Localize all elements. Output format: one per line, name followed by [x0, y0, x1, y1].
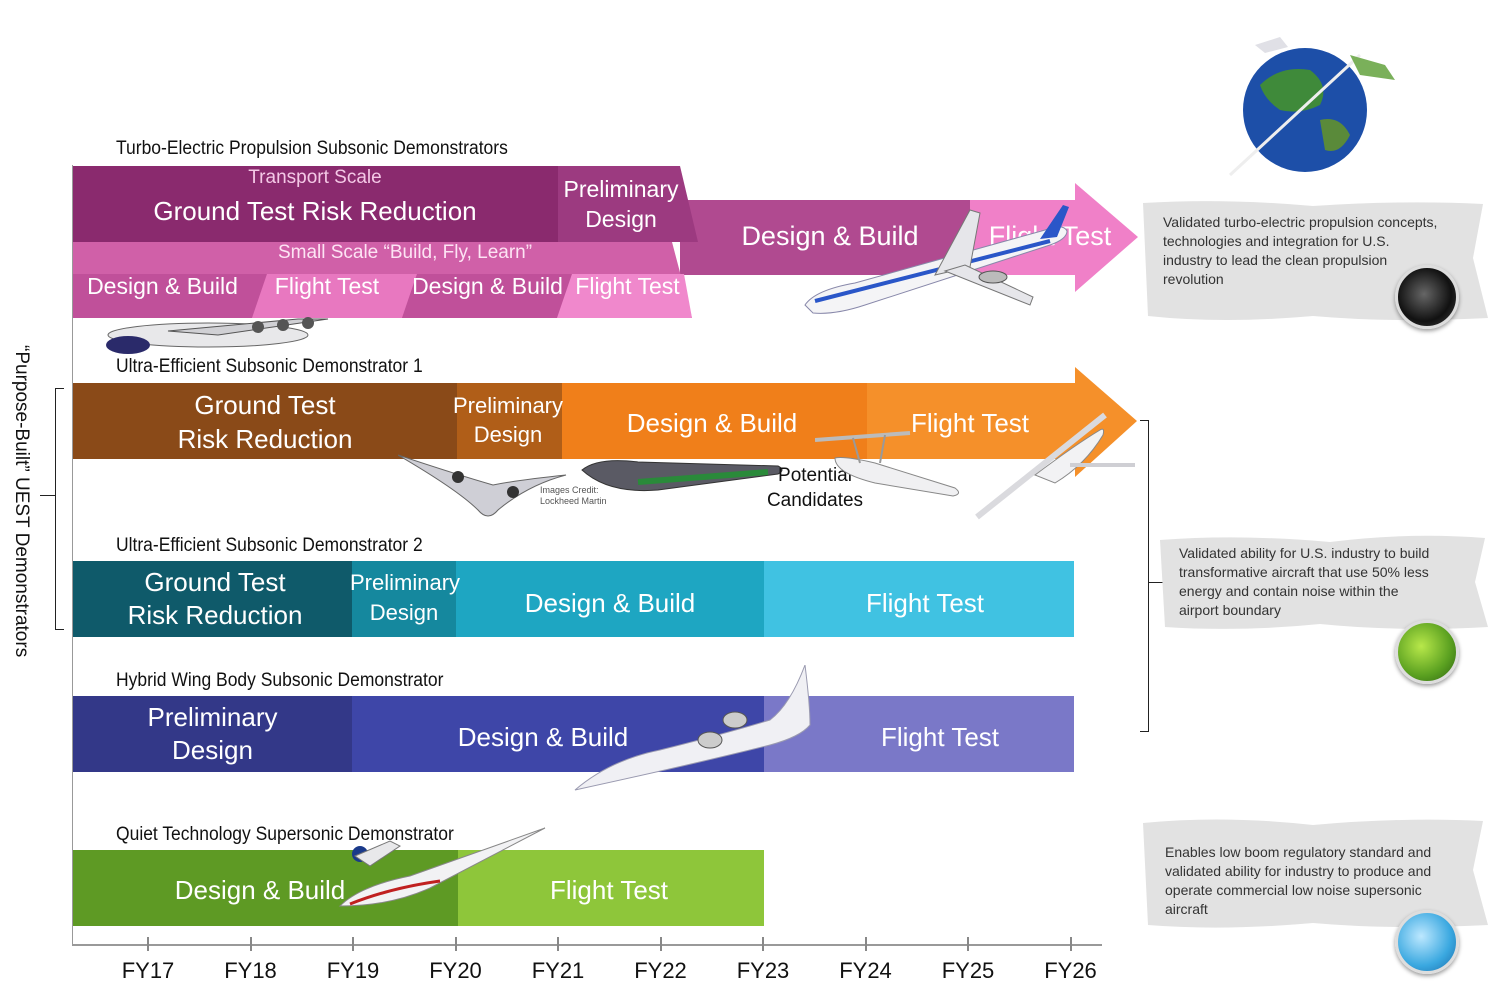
turbo-prelim-1: Preliminary: [563, 176, 679, 202]
axis-tick: [147, 937, 149, 951]
qtsd-title: Quiet Technology Supersonic Demonstrator: [116, 824, 454, 845]
hwb-aircraft-icon: [574, 665, 811, 791]
axis-label-fy24: FY24: [839, 958, 892, 983]
axis-label-fy23: FY23: [736, 958, 790, 983]
image-credit-2: Lockheed Martin: [540, 496, 607, 506]
globe-icon: [1228, 37, 1395, 177]
timeline-axis: [72, 944, 1102, 946]
uest2-title: Ultra-Efficient Subsonic Demonstrator 2: [116, 535, 423, 556]
turbo-prelim-2: Design: [585, 206, 657, 232]
turbo-airliner-icon: [804, 205, 1069, 314]
candidates-1: Potential: [778, 465, 852, 486]
turbo-design-build-b: Design & Build: [412, 273, 563, 299]
hwb-flight-test: Flight Test: [880, 722, 999, 752]
hwb-candidate-icon: [398, 454, 567, 517]
uest1-flight-test: Flight Test: [910, 408, 1029, 438]
uest1-design-build: Design & Build: [626, 408, 798, 438]
turbo-ground-test: Ground Test Risk Reduction: [153, 196, 477, 226]
strut-wing-candidate-icon: [815, 431, 959, 497]
axis-tick: [249, 937, 252, 951]
outcome-qtsd-text: Enables low boom regulatory standard and…: [1165, 844, 1432, 917]
axis-tick: [864, 937, 867, 951]
turbo-design-build-main: Design & Build: [741, 221, 919, 251]
right-bracket: [1140, 420, 1149, 732]
axis-tick: [967, 937, 969, 951]
right-bracket-tick: [1148, 582, 1163, 583]
hwb-title: Hybrid Wing Body Subsonic Demonstrator: [116, 670, 444, 691]
turbo-small-scale: Small Scale “Build, Fly, Learn”: [277, 242, 533, 263]
uest2-ground-1: Ground Test: [144, 567, 286, 597]
axis-tick: [557, 937, 559, 951]
uest2-ground-seg: [72, 561, 352, 637]
outcome-turbo-text: Validated turbo-electric propulsion conc…: [1163, 214, 1438, 287]
hwb-prelim-2: Design: [172, 735, 253, 765]
outcome-uest-text: Validated ability for U.S. industry to b…: [1179, 545, 1430, 618]
turbine-badge-icon: [1395, 265, 1459, 329]
axis-label-fy20: FY20: [429, 958, 482, 983]
uest1-ground-2: Risk Reduction: [177, 424, 353, 454]
left-bracket-tick: [40, 495, 55, 496]
outcome-box-uest: [1160, 535, 1488, 629]
purpose-built-label: “Purpose-Built” UEST Demonstrators: [11, 345, 32, 658]
turbo-design-build-a: Design & Build: [87, 273, 238, 299]
uest1-prelim-1: Preliminary: [452, 393, 564, 418]
axis-label-fy22: FY22: [634, 958, 687, 983]
turbo-transport-scale: Transport Scale: [248, 167, 382, 188]
uest2-prelim-seg: [352, 561, 456, 637]
axis-tick: [659, 937, 662, 951]
turbo-ground-test-seg: [72, 166, 558, 242]
uest2-design-build: Design & Build: [524, 588, 696, 618]
supersonic-aircraft-icon: [338, 827, 546, 907]
uest2-flight-test: Flight Test: [865, 588, 984, 618]
uest2-prelim-2: Design: [369, 600, 439, 625]
axis-label-fy18: FY18: [224, 958, 277, 983]
hwb-design-build: Design & Build: [457, 722, 629, 752]
uest1-ground-1: Ground Test: [194, 390, 336, 420]
supersonic-badge-icon: [1395, 910, 1459, 974]
axis-label-fy21: FY21: [531, 958, 585, 983]
candidates-2: Candidates: [766, 490, 864, 511]
uest2-flight-seg: [764, 561, 1074, 637]
axis-label-fy26: FY26: [1044, 958, 1097, 983]
axis-label-fy25: FY25: [941, 958, 995, 983]
axis-tick: [454, 937, 457, 951]
hwb-prelim-1: Preliminary: [147, 702, 278, 732]
truss-wing-candidate-icon: [975, 412, 1135, 520]
axis-label-fy17: FY17: [121, 958, 175, 983]
tbw-candidate-icon: [581, 460, 783, 492]
axis-tick: [1069, 937, 1072, 951]
turbo-title: Turbo-Electric Propulsion Subsonic Demon…: [116, 138, 508, 159]
qtsd-flight-seg: [458, 850, 764, 926]
turbo-small-scale-row: [72, 242, 692, 318]
turbo-prelim-seg: [558, 166, 698, 242]
hwb-prelim-seg: [72, 696, 352, 772]
uest2-design-seg: [456, 561, 764, 637]
image-credit-1: Images Credit:: [540, 485, 599, 495]
left-bracket: [55, 388, 64, 630]
qtsd-design-build: Design & Build: [174, 875, 346, 905]
qtsd-flight-test: Flight Test: [549, 875, 668, 905]
hwb-flight-seg: [764, 696, 1074, 772]
turbo-flight-test-a: Flight Test: [274, 273, 380, 299]
turbo-flight-test-b: Flight Test: [575, 273, 680, 299]
axis-label-fy19: FY19: [326, 958, 380, 983]
uest2-prelim-1: Preliminary: [350, 570, 461, 595]
uest1-prelim-2: Design: [473, 422, 543, 447]
small-plane-icon: [106, 317, 329, 354]
outcome-box-qtsd: [1143, 819, 1488, 928]
timeline-left-line: [72, 165, 73, 945]
uest2-ground-2: Risk Reduction: [127, 600, 303, 630]
axis-tick: [352, 937, 354, 951]
leaf-plane-badge-icon: [1395, 620, 1459, 684]
uest1-title: Ultra-Efficient Subsonic Demonstrator 1: [116, 356, 423, 377]
axis-tick: [762, 937, 764, 951]
